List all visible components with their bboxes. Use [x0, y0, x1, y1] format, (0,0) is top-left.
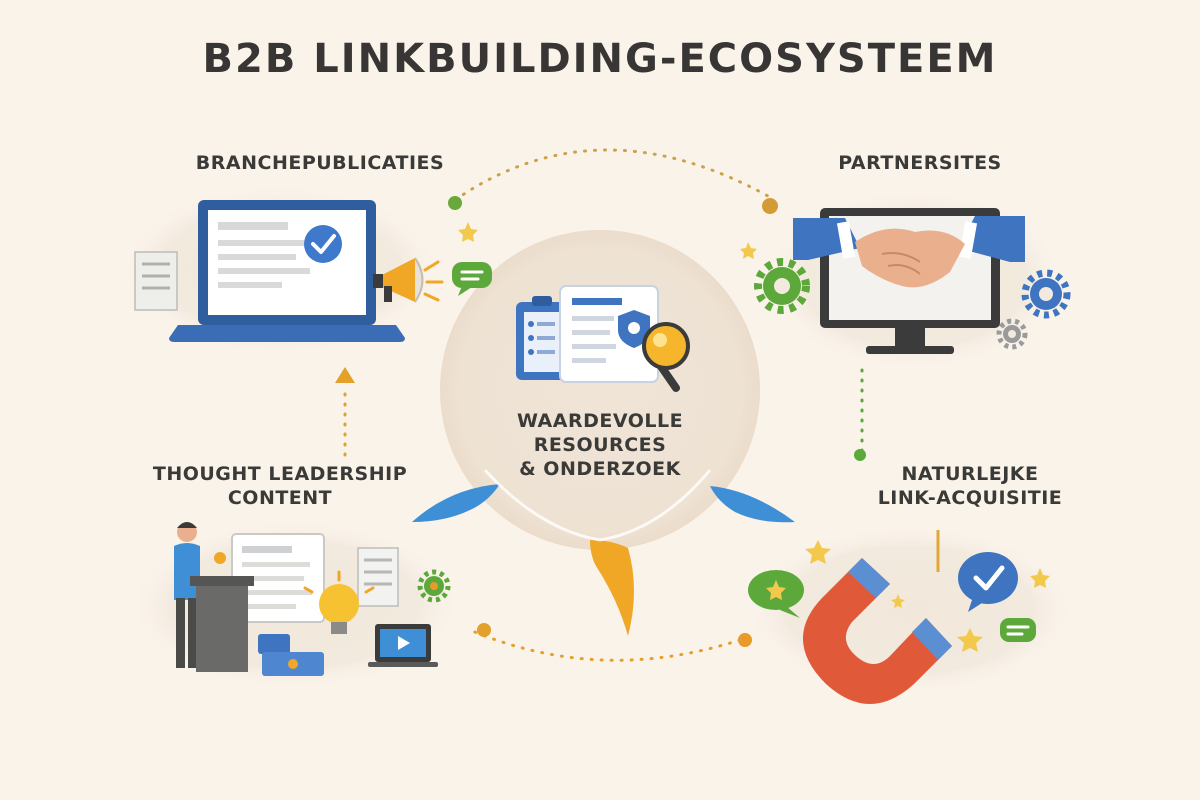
- gear-icon: [996, 318, 1028, 350]
- star-icon: [458, 222, 478, 242]
- connector-dot: [762, 198, 778, 214]
- label-line: THOUGHT LEADERSHIP: [152, 463, 408, 485]
- chat-bubble-icon: [1000, 618, 1036, 642]
- label-line: NATURLEJKE: [901, 463, 1039, 485]
- connector-lines: [343, 148, 864, 662]
- megaphone-icon: [373, 257, 444, 303]
- swoosh-decoration: [412, 484, 500, 522]
- connector-top: [453, 148, 777, 202]
- label-line: RESOURCES: [533, 433, 667, 456]
- checkmark-badge-icon: [958, 552, 1018, 612]
- shield-icon: [618, 310, 650, 348]
- label-line: LINK-ACQUISITIE: [877, 486, 1063, 509]
- chat-bubble-icon: [748, 570, 804, 618]
- swoosh-decoration: [590, 540, 634, 636]
- microphone-icon: [214, 552, 226, 564]
- connector-dot: [448, 196, 462, 210]
- label-center-resources: WAARDEVOLLE RESOURCES & ONDERZOEK: [480, 410, 720, 481]
- laptop-icon: [134, 200, 405, 342]
- gear-icon: [754, 258, 810, 314]
- document-icon: [559, 285, 659, 383]
- lightbulb-icon: [303, 570, 375, 634]
- swoosh-decoration: [710, 486, 795, 523]
- connector-dot: [854, 449, 866, 461]
- magnet-icon: [802, 558, 952, 704]
- podium-icon: [190, 576, 254, 672]
- certificate-icon: [258, 634, 324, 676]
- star-icon: [740, 242, 757, 259]
- label-line: & ONDERZOEK: [519, 457, 681, 480]
- gear-icon: [417, 569, 451, 603]
- star-icon: [805, 540, 831, 564]
- connector-dot: [738, 633, 752, 647]
- magnifier-icon: [642, 322, 690, 392]
- label-line: CONTENT: [227, 486, 333, 509]
- video-laptop-icon: [368, 624, 438, 667]
- document-icon: [357, 547, 399, 607]
- label-branchepublicaties: BRANCHEPUBLICATIES: [195, 152, 445, 174]
- chat-bubble-icon: [452, 262, 492, 296]
- connector-bottom: [468, 628, 742, 662]
- label-line: WAARDEVOLLE: [516, 410, 684, 432]
- arrow-up-icon: [335, 367, 355, 383]
- star-icon: [957, 628, 983, 652]
- clipboard-icon: [516, 296, 568, 380]
- handshake-icon: [793, 216, 1025, 288]
- label-thought-leadership: THOUGHT LEADERSHIP CONTENT: [110, 463, 450, 511]
- connector-dot: [477, 623, 491, 637]
- gear-icon: [1021, 269, 1071, 319]
- document-icon: [231, 533, 325, 623]
- label-link-acquisitie: NATURLEJKE LINK-ACQUISITIE: [820, 463, 1120, 511]
- label-partnersites: PARTNERSITES: [838, 152, 1002, 174]
- star-icon: [891, 594, 905, 608]
- star-icon: [1030, 568, 1050, 588]
- diagram-title: B2B LINKBUILDING-ECOSYSTEEM: [202, 36, 998, 82]
